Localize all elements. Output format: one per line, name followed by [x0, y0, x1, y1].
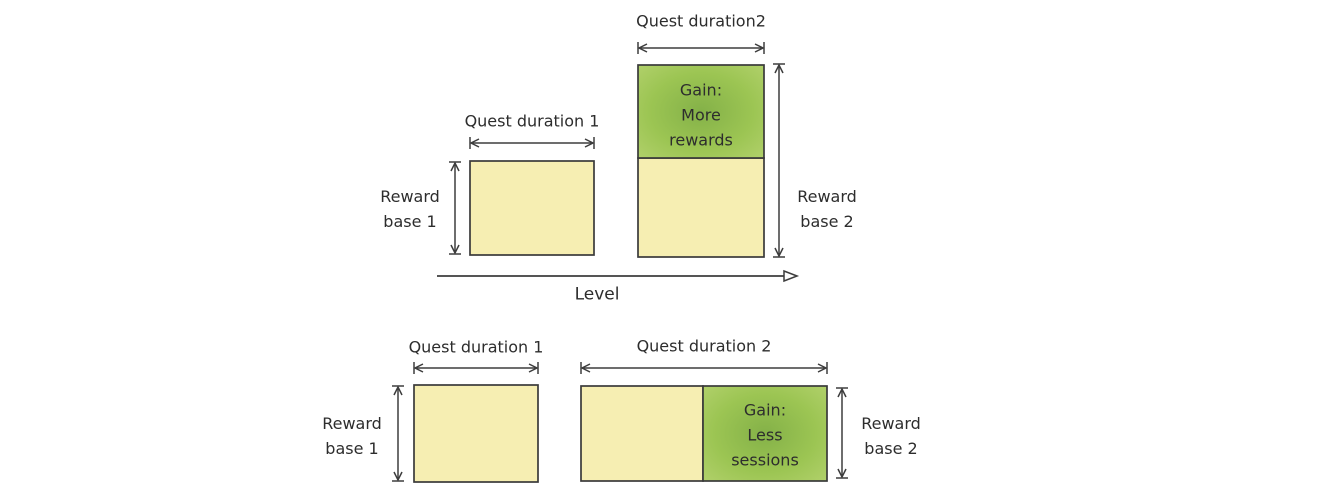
top-reward-base-1-arrow — [449, 161, 461, 255]
top-reward-base-2-line2: base 2 — [800, 212, 854, 231]
top-quest-duration-1-arrow — [469, 137, 595, 149]
bottom-gain-line3: sessions — [731, 450, 799, 470]
level-axis-arrowhead — [783, 269, 800, 283]
bottom-gain-line2: Less — [747, 425, 783, 445]
top-gain-line1: Gain: — [679, 80, 723, 100]
bottom-reward-base-1-arrow — [392, 385, 404, 482]
top-gain-line3: rewards — [669, 130, 733, 150]
top-reward-base-1-label: Reward base 1 — [380, 184, 440, 234]
bottom-gain-label: Gain: Less sessions — [731, 398, 799, 473]
top-reward-base-1-line2: base 1 — [383, 212, 437, 231]
top-reward-base-2-line1: Reward — [797, 187, 857, 206]
top-quest-duration-2-label: Quest duration2 — [636, 11, 766, 31]
top-gain-label: Gain: More rewards — [669, 78, 733, 153]
top-reward-base-2-arrow — [773, 63, 785, 258]
top-quest-duration-2-arrow — [637, 42, 765, 54]
bottom-reward-base-2-arrow — [836, 387, 848, 479]
bottom-reward-base-1-line1: Reward — [322, 414, 382, 433]
bottom-reward-base-1-line2: base 1 — [325, 439, 379, 458]
top-reward-box-2-base — [637, 157, 765, 258]
bottom-reward-box-1 — [413, 384, 539, 483]
bottom-reward-base-2-line1: Reward — [861, 414, 921, 433]
level-axis-label: Level — [574, 284, 620, 305]
top-quest-duration-1-label: Quest duration 1 — [464, 111, 600, 131]
top-reward-base-2-label: Reward base 2 — [797, 184, 857, 234]
top-gain-line2: More — [681, 105, 721, 125]
level-axis — [437, 269, 800, 283]
bottom-quest-duration-2-arrow — [580, 362, 828, 374]
bottom-quest-duration-1-label: Quest duration 1 — [408, 337, 544, 357]
bottom-reward-box-2-base — [580, 385, 704, 482]
bottom-quest-duration-2-label: Quest duration 2 — [636, 336, 772, 356]
bottom-quest-duration-1-arrow — [413, 362, 539, 374]
bottom-reward-base-2-label: Reward base 2 — [861, 411, 921, 461]
top-reward-box-1 — [469, 160, 595, 256]
bottom-reward-base-2-line2: base 2 — [864, 439, 918, 458]
top-reward-base-1-line1: Reward — [380, 187, 440, 206]
bottom-reward-base-1-label: Reward base 1 — [322, 411, 382, 461]
top-gain-area — [637, 64, 765, 159]
bottom-gain-line1: Gain: — [743, 400, 787, 420]
bottom-gain-area — [702, 385, 828, 482]
